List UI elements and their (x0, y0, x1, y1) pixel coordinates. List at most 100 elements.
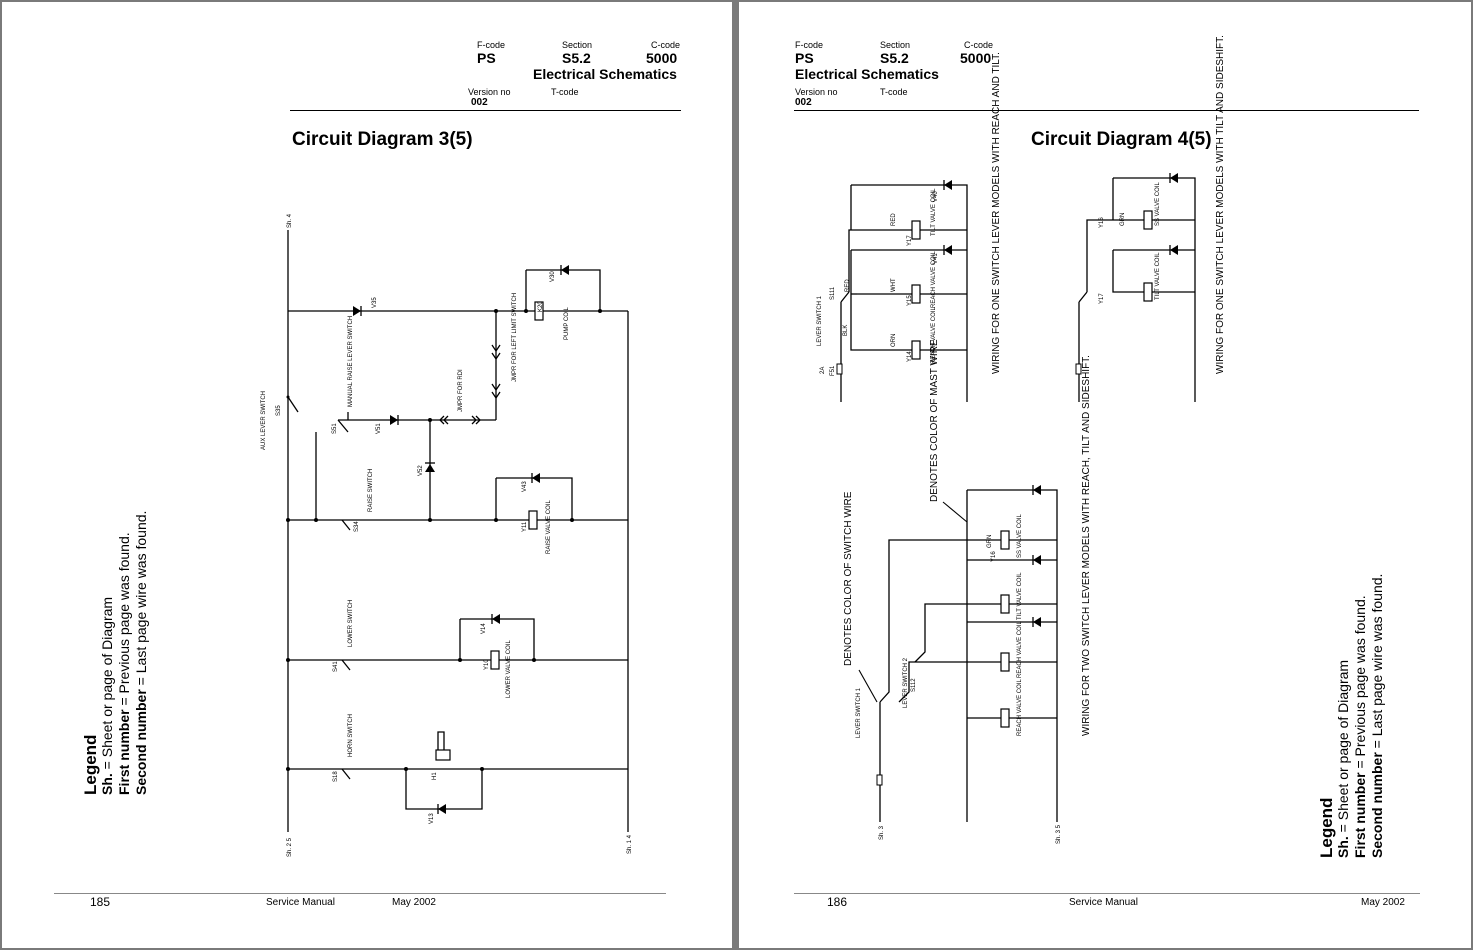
label-pump-coil: PUMP COIL (564, 306, 570, 340)
v14-loop (459, 618, 535, 660)
ccode-value: 5000 (646, 50, 678, 66)
mast-wire-pointer (942, 501, 968, 523)
circuit-diagram-4: LEVER SWITCH 1 S111 F51 2A RED BLK RED W… (817, 35, 1226, 844)
f51-fuse (836, 363, 843, 375)
label-y14: Y14 (907, 351, 913, 362)
fcode-label: F-code (477, 40, 506, 50)
page-number: 186 (827, 895, 848, 909)
footer-date: May 2002 (392, 897, 436, 908)
label-jmpr-rdi: JMPR FOR RDI (458, 369, 464, 412)
version-value: 002 (795, 97, 812, 108)
label-s35: S35 (276, 405, 282, 416)
label-s112: S112 (911, 678, 917, 692)
y14-reach-coil (911, 340, 921, 360)
label-v52: V52 (418, 465, 424, 476)
label-grn-c: GRN (987, 535, 993, 548)
y16-ss-coil-c (1000, 530, 1010, 550)
label-sh14: Sh. 1 4 (627, 834, 633, 854)
switch-wire-pointer (858, 669, 878, 703)
k20-pump-coil (534, 301, 544, 321)
section-label: Section (880, 40, 911, 50)
label-sh35: Sh. 3 5 (1056, 824, 1062, 844)
v13-diode (438, 804, 446, 814)
raise-switch (341, 519, 351, 531)
label-lower-coil: LOWER VALVE COIL (506, 640, 512, 698)
y14-reach-coil-c (1000, 708, 1010, 728)
aux-lever-switch (287, 396, 299, 413)
label-reach-coil-c: REACH VALVE COIL (1017, 621, 1023, 678)
version-label: Version no (795, 87, 838, 97)
version-label: Version no (468, 87, 511, 97)
manual-raise-switch (337, 412, 349, 433)
lower-switch (341, 659, 351, 671)
fcode-label: F-code (795, 40, 824, 50)
label-sh3: Sh. 3 (879, 825, 885, 840)
v13-loop (405, 769, 483, 810)
ccode-value: 5000 (960, 50, 992, 66)
label-v40: V40 (933, 191, 939, 202)
ccode-label: C-code (964, 40, 994, 50)
label-s51: S51 (332, 423, 338, 434)
v30-loop (525, 269, 601, 311)
label-tilt-coil-b: TILT VALVE COIL (1155, 252, 1161, 300)
label-sh25: Sh. 2 5 (287, 837, 293, 857)
label-y16: Y16 (1099, 217, 1105, 228)
label-raise-coil: RAISE VALVE COIL (546, 500, 552, 554)
header-rule (290, 110, 681, 111)
y16-ss-coil (1143, 210, 1153, 230)
label-2a: 2A (820, 367, 826, 374)
tcode-label: T-code (880, 87, 908, 97)
label-lever-switch-1b: LEVER SWITCH 1 (856, 687, 862, 738)
note-one-switch-sideshift: WIRING FOR ONE SWITCH LEVER MODELS WITH … (1215, 35, 1226, 374)
label-s34: S34 (354, 521, 360, 532)
label-s111: S111 (830, 286, 836, 300)
label-v14: V14 (481, 623, 487, 634)
footer-rule (794, 893, 1420, 894)
label-reach-coil: REACH VALVE COIL (931, 251, 937, 308)
label-manual-raise: MANUAL RAISE LEVER SWITCH (348, 316, 354, 407)
diagram-title: Circuit Diagram 3(5) (292, 129, 473, 150)
label-ss-coil: SS VALVE COIL (1155, 182, 1161, 226)
note-mast-wire: DENOTES COLOR OF MAST WIRE (929, 339, 940, 502)
label-lower-switch: LOWER SWITCH (348, 600, 354, 647)
right-page: F-code PS Section S5.2 C-code 5000 Elect… (739, 2, 1471, 948)
v51-diode (390, 415, 398, 425)
label-y17: Y17 (907, 235, 913, 246)
v35-diode (353, 306, 361, 316)
label-ss-coil-c: SS VALVE COIL (1017, 514, 1023, 558)
label-y17-b: Y17 (1099, 293, 1105, 304)
label-reach-coil-2: REACH VALVE COIL (931, 307, 937, 364)
v43-loop (495, 477, 573, 520)
footer-rule (54, 893, 666, 894)
label-v13: V13 (429, 813, 435, 824)
label-tilt-coil: TILT VALVE COIL (931, 188, 937, 236)
section-label: Section (562, 40, 593, 50)
one-switch-reach-tilt-diagram (836, 180, 968, 402)
label-jmpr-left-limit: JMPR FOR LEFT LIMIT SWITCH (512, 293, 518, 382)
v30-diode (561, 265, 569, 275)
footer-manual: Service Manual (1069, 897, 1138, 908)
label-y16-c: Y16 (991, 551, 997, 562)
label-s18: S18 (333, 771, 339, 782)
label-v51: V51 (376, 423, 382, 434)
y15-reach-coil-c (1000, 652, 1010, 672)
label-lever-switch-2: LEVER SWITCH 2 (903, 657, 909, 708)
v52-diode (425, 464, 435, 472)
y15-reach-coil (911, 284, 921, 304)
label-red: RED (845, 279, 851, 292)
horn-switch (341, 768, 351, 780)
label-s41: S41 (333, 661, 339, 672)
section-value: S5.2 (880, 50, 909, 66)
version-value: 002 (471, 97, 488, 108)
y10-lower-coil (490, 650, 500, 670)
label-red-2: RED (891, 213, 897, 226)
label-y15: Y15 (907, 295, 913, 306)
page-number: 185 (90, 895, 111, 909)
label-raise-switch: RAISE SWITCH (368, 469, 374, 512)
two-switch-diagram (858, 485, 1058, 822)
label-h1: H1 (432, 772, 438, 780)
y17-tilt-coil (911, 220, 921, 240)
label-y10: Y10 (484, 659, 490, 670)
header-rule (794, 110, 1419, 111)
note-one-switch-reach: WIRING FOR ONE SWITCH LEVER MODELS WITH … (991, 52, 1002, 374)
